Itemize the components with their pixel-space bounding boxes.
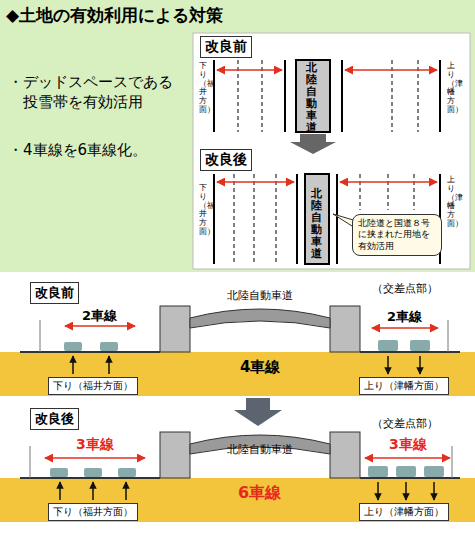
box-text: 改良前 — [205, 38, 247, 54]
box-text: 北陸道と国道８号に挟まれた用地を有効活用 — [358, 218, 430, 251]
box-text: 改良後 — [205, 151, 247, 167]
vertical-label: 北陸自動車道 — [311, 188, 322, 261]
box-text: 下り（福井方面） — [53, 380, 133, 391]
label-box: 下り（福井方面） — [48, 377, 138, 395]
label: 北陸自動車道 — [227, 444, 293, 457]
label: 6車線 — [238, 484, 281, 502]
label: （交差点部） — [372, 418, 438, 431]
label: 北陸自動車道 — [227, 290, 293, 303]
vertical-label: 上り（津幡方面） — [447, 176, 455, 229]
label-box: 改良前 — [30, 282, 79, 304]
label: （交差点部） — [372, 283, 438, 296]
vertical-label: 下り（福井方面） — [199, 62, 207, 115]
title: ◆土地の有効利用による対策 — [6, 6, 223, 26]
label: 2車線 — [82, 309, 117, 324]
label-box: 改良後 — [200, 149, 252, 171]
vertical-label: 上り（津幡方面） — [447, 62, 455, 115]
box-text: 上り（津幡方面） — [364, 506, 444, 517]
box-text: 改良前 — [35, 285, 74, 300]
vertical-label: 北陸自動車道 — [306, 62, 317, 135]
label-box: 改良後 — [30, 408, 79, 430]
label-box: 下り（福井方面） — [48, 503, 138, 521]
label: 4車線 — [240, 359, 280, 376]
label: 3車線 — [76, 436, 114, 452]
label-box: 上り（津幡方面） — [359, 503, 449, 521]
box-text: 改良後 — [35, 411, 74, 426]
label: ・デッドスペースである投雪帯を有効活用 — [8, 72, 183, 113]
label-box: 上り（津幡方面） — [359, 377, 449, 395]
box-text: 上り（津幡方面） — [364, 380, 444, 391]
label-box: 改良前 — [200, 36, 252, 58]
box-text: 下り（福井方面） — [53, 506, 133, 517]
label: ・4車線を6車線化。 — [8, 140, 198, 160]
callout-bubble: 北陸道と国道８号に挟まれた用地を有効活用 — [352, 214, 442, 256]
vertical-label: 下り（福井方面） — [199, 184, 207, 237]
label: 3車線 — [389, 436, 427, 452]
label: 2車線 — [387, 310, 422, 325]
